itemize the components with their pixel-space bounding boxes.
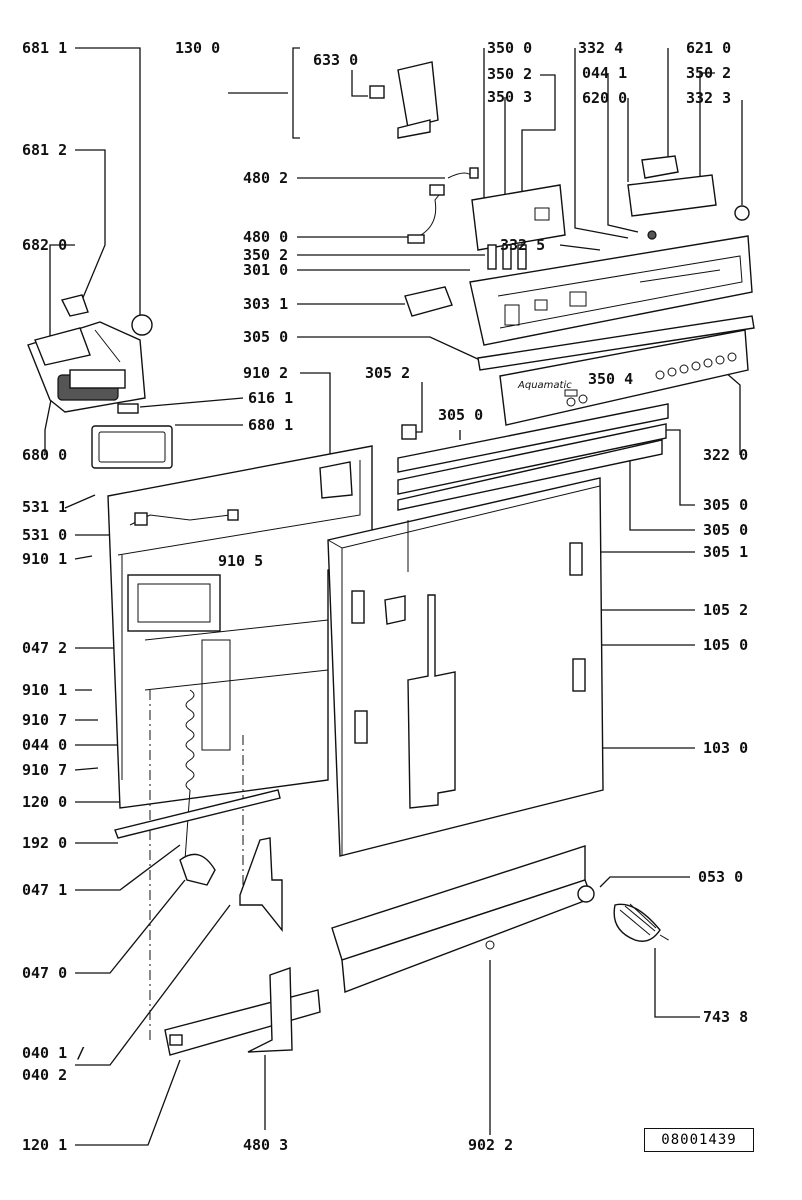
label-130-0: 130 0 [175, 39, 220, 57]
part-labels: 681 1 681 2 682 0 680 0 531 1 531 0 910 … [22, 39, 748, 1154]
label-332-5: 332 5 [500, 236, 545, 254]
label-743-8: 743 8 [703, 1008, 748, 1026]
label-681-2: 681 2 [22, 141, 67, 159]
label-044-1: 044 1 [582, 64, 627, 82]
label-040-2: 040 2 [22, 1066, 67, 1084]
document-number: 08001439 [644, 1128, 754, 1152]
label-910-2: 910 2 [243, 364, 288, 382]
label-305-1: 305 1 [703, 543, 748, 561]
label-902-2: 902 2 [468, 1136, 513, 1154]
rail-strips [397, 403, 669, 511]
label-305-0-r1: 305 0 [703, 496, 748, 514]
label-682-0: 682 0 [22, 236, 67, 254]
label-053-0: 053 0 [698, 868, 743, 886]
gasket-frame [91, 425, 173, 469]
label-350-2-b: 350 2 [243, 246, 288, 264]
kickplate [331, 845, 595, 993]
label-350-4: 350 4 [588, 370, 633, 388]
label-680-0: 680 0 [22, 446, 67, 464]
label-480-3: 480 3 [243, 1136, 288, 1154]
label-681-1: 681 1 [22, 39, 67, 57]
door-latch [369, 61, 439, 139]
label-047-1: 047 1 [22, 881, 67, 899]
label-044-0: 044 0 [22, 736, 67, 754]
label-305-0-r2: 305 0 [703, 521, 748, 539]
coil-spring [613, 903, 673, 943]
label-305-0: 305 0 [243, 328, 288, 346]
label-350-2: 350 2 [487, 65, 532, 83]
bottom-strip [114, 789, 281, 839]
label-303-1: 303 1 [243, 295, 288, 313]
label-047-0: 047 0 [22, 964, 67, 982]
label-332-3: 332 3 [686, 89, 731, 107]
label-192-0: 192 0 [22, 834, 67, 852]
label-621-0: 621 0 [686, 39, 731, 57]
label-040-1: 040 1 / [22, 1044, 85, 1062]
label-531-0: 531 0 [22, 526, 67, 544]
dispenser-unit [27, 294, 153, 414]
door-spring [179, 689, 216, 886]
label-322-0: 322 0 [703, 446, 748, 464]
upper-control-cover [469, 235, 753, 346]
front-control-panel: Aquamatic [477, 315, 755, 426]
label-680-1: 680 1 [248, 416, 293, 434]
label-120-0: 120 0 [22, 793, 67, 811]
label-105-2: 105 2 [703, 601, 748, 619]
label-480-2: 480 2 [243, 169, 288, 187]
label-103-0: 103 0 [703, 739, 748, 757]
small-cover [404, 286, 453, 317]
label-120-1: 120 1 [22, 1136, 67, 1154]
wire-harness [407, 167, 479, 244]
label-305-0-m: 305 0 [438, 406, 483, 424]
label-350-3: 350 3 [487, 88, 532, 106]
inner-door-panel [107, 445, 373, 1040]
label-350-0: 350 0 [487, 39, 532, 57]
label-105-0: 105 0 [703, 636, 748, 654]
bottom-plate [164, 967, 321, 1056]
label-332-4: 332 4 [578, 39, 623, 57]
label-910-1-a: 910 1 [22, 550, 67, 568]
outer-door-panel [327, 477, 604, 857]
label-350-2-c: 350 2 [686, 64, 731, 82]
label-910-1-b: 910 1 [22, 681, 67, 699]
selector-module [627, 155, 750, 240]
label-301-0: 301 0 [243, 261, 288, 279]
svg-text:Aquamatic: Aquamatic [517, 380, 572, 391]
label-620-0: 620 0 [582, 89, 627, 107]
label-910-7-a: 910 7 [22, 711, 67, 729]
label-910-5: 910 5 [218, 552, 263, 570]
label-910-7-b: 910 7 [22, 761, 67, 779]
label-633-0: 633 0 [313, 51, 358, 69]
label-480-0: 480 0 [243, 228, 288, 246]
label-616-1: 616 1 [248, 389, 293, 407]
electronic-module [471, 184, 566, 270]
hinge-bracket [239, 837, 283, 932]
label-531-1: 531 1 [22, 498, 67, 516]
label-305-2: 305 2 [365, 364, 410, 382]
label-047-2: 047 2 [22, 639, 67, 657]
